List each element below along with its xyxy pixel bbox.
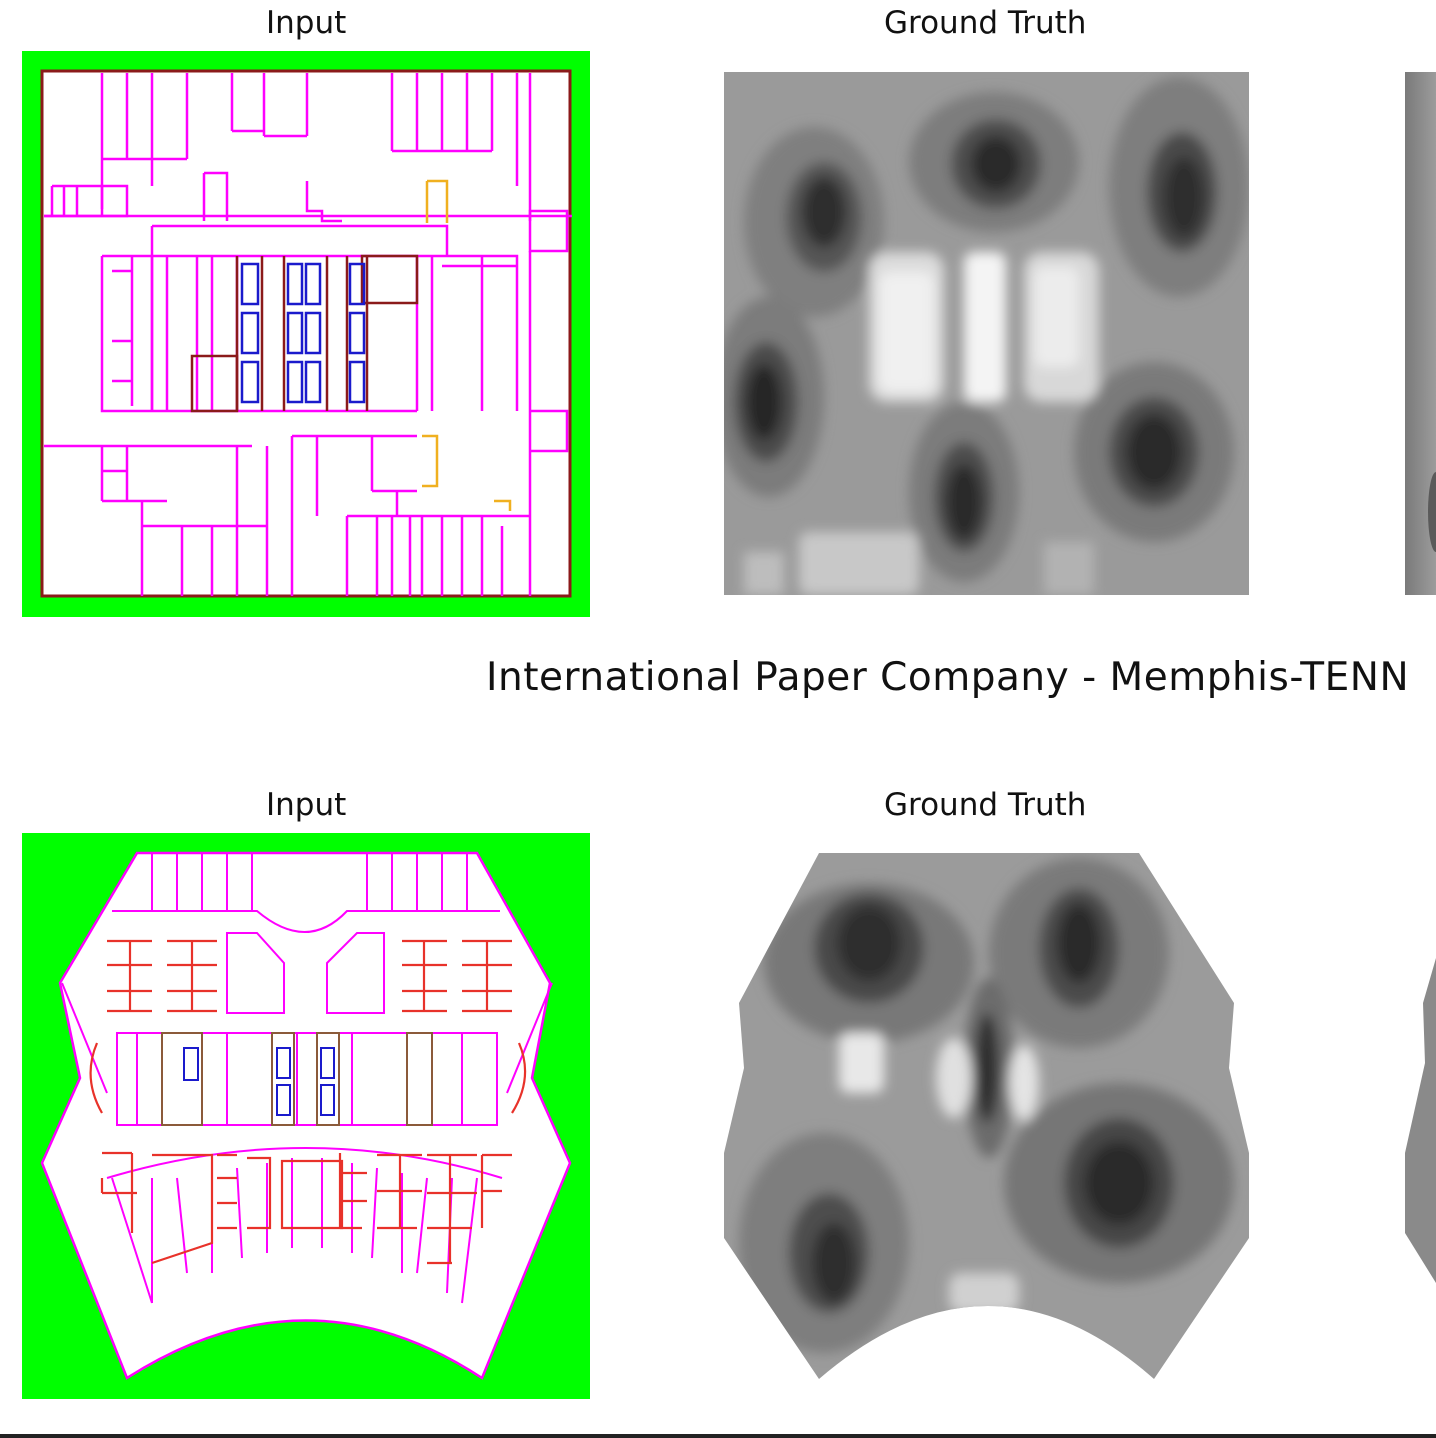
- row2-input-title: Input: [266, 787, 347, 823]
- row1-input-floorplan: [22, 51, 590, 617]
- row2-ground-truth-title: Ground Truth: [884, 787, 1087, 823]
- row2-prediction-heatmap-cropped: [1405, 853, 1436, 1379]
- row1-input-title: Input: [266, 5, 347, 41]
- row1-ground-truth-heatmap: [724, 72, 1249, 595]
- row1-prediction-heatmap-cropped: [1405, 72, 1436, 595]
- row2-input-floorplan: [22, 833, 590, 1399]
- bottom-border: [0, 1434, 1436, 1438]
- row1-ground-truth-title: Ground Truth: [884, 5, 1087, 41]
- row2-ground-truth-heatmap: [724, 853, 1249, 1379]
- figure-caption: International Paper Company - Memphis-TE…: [486, 655, 1410, 700]
